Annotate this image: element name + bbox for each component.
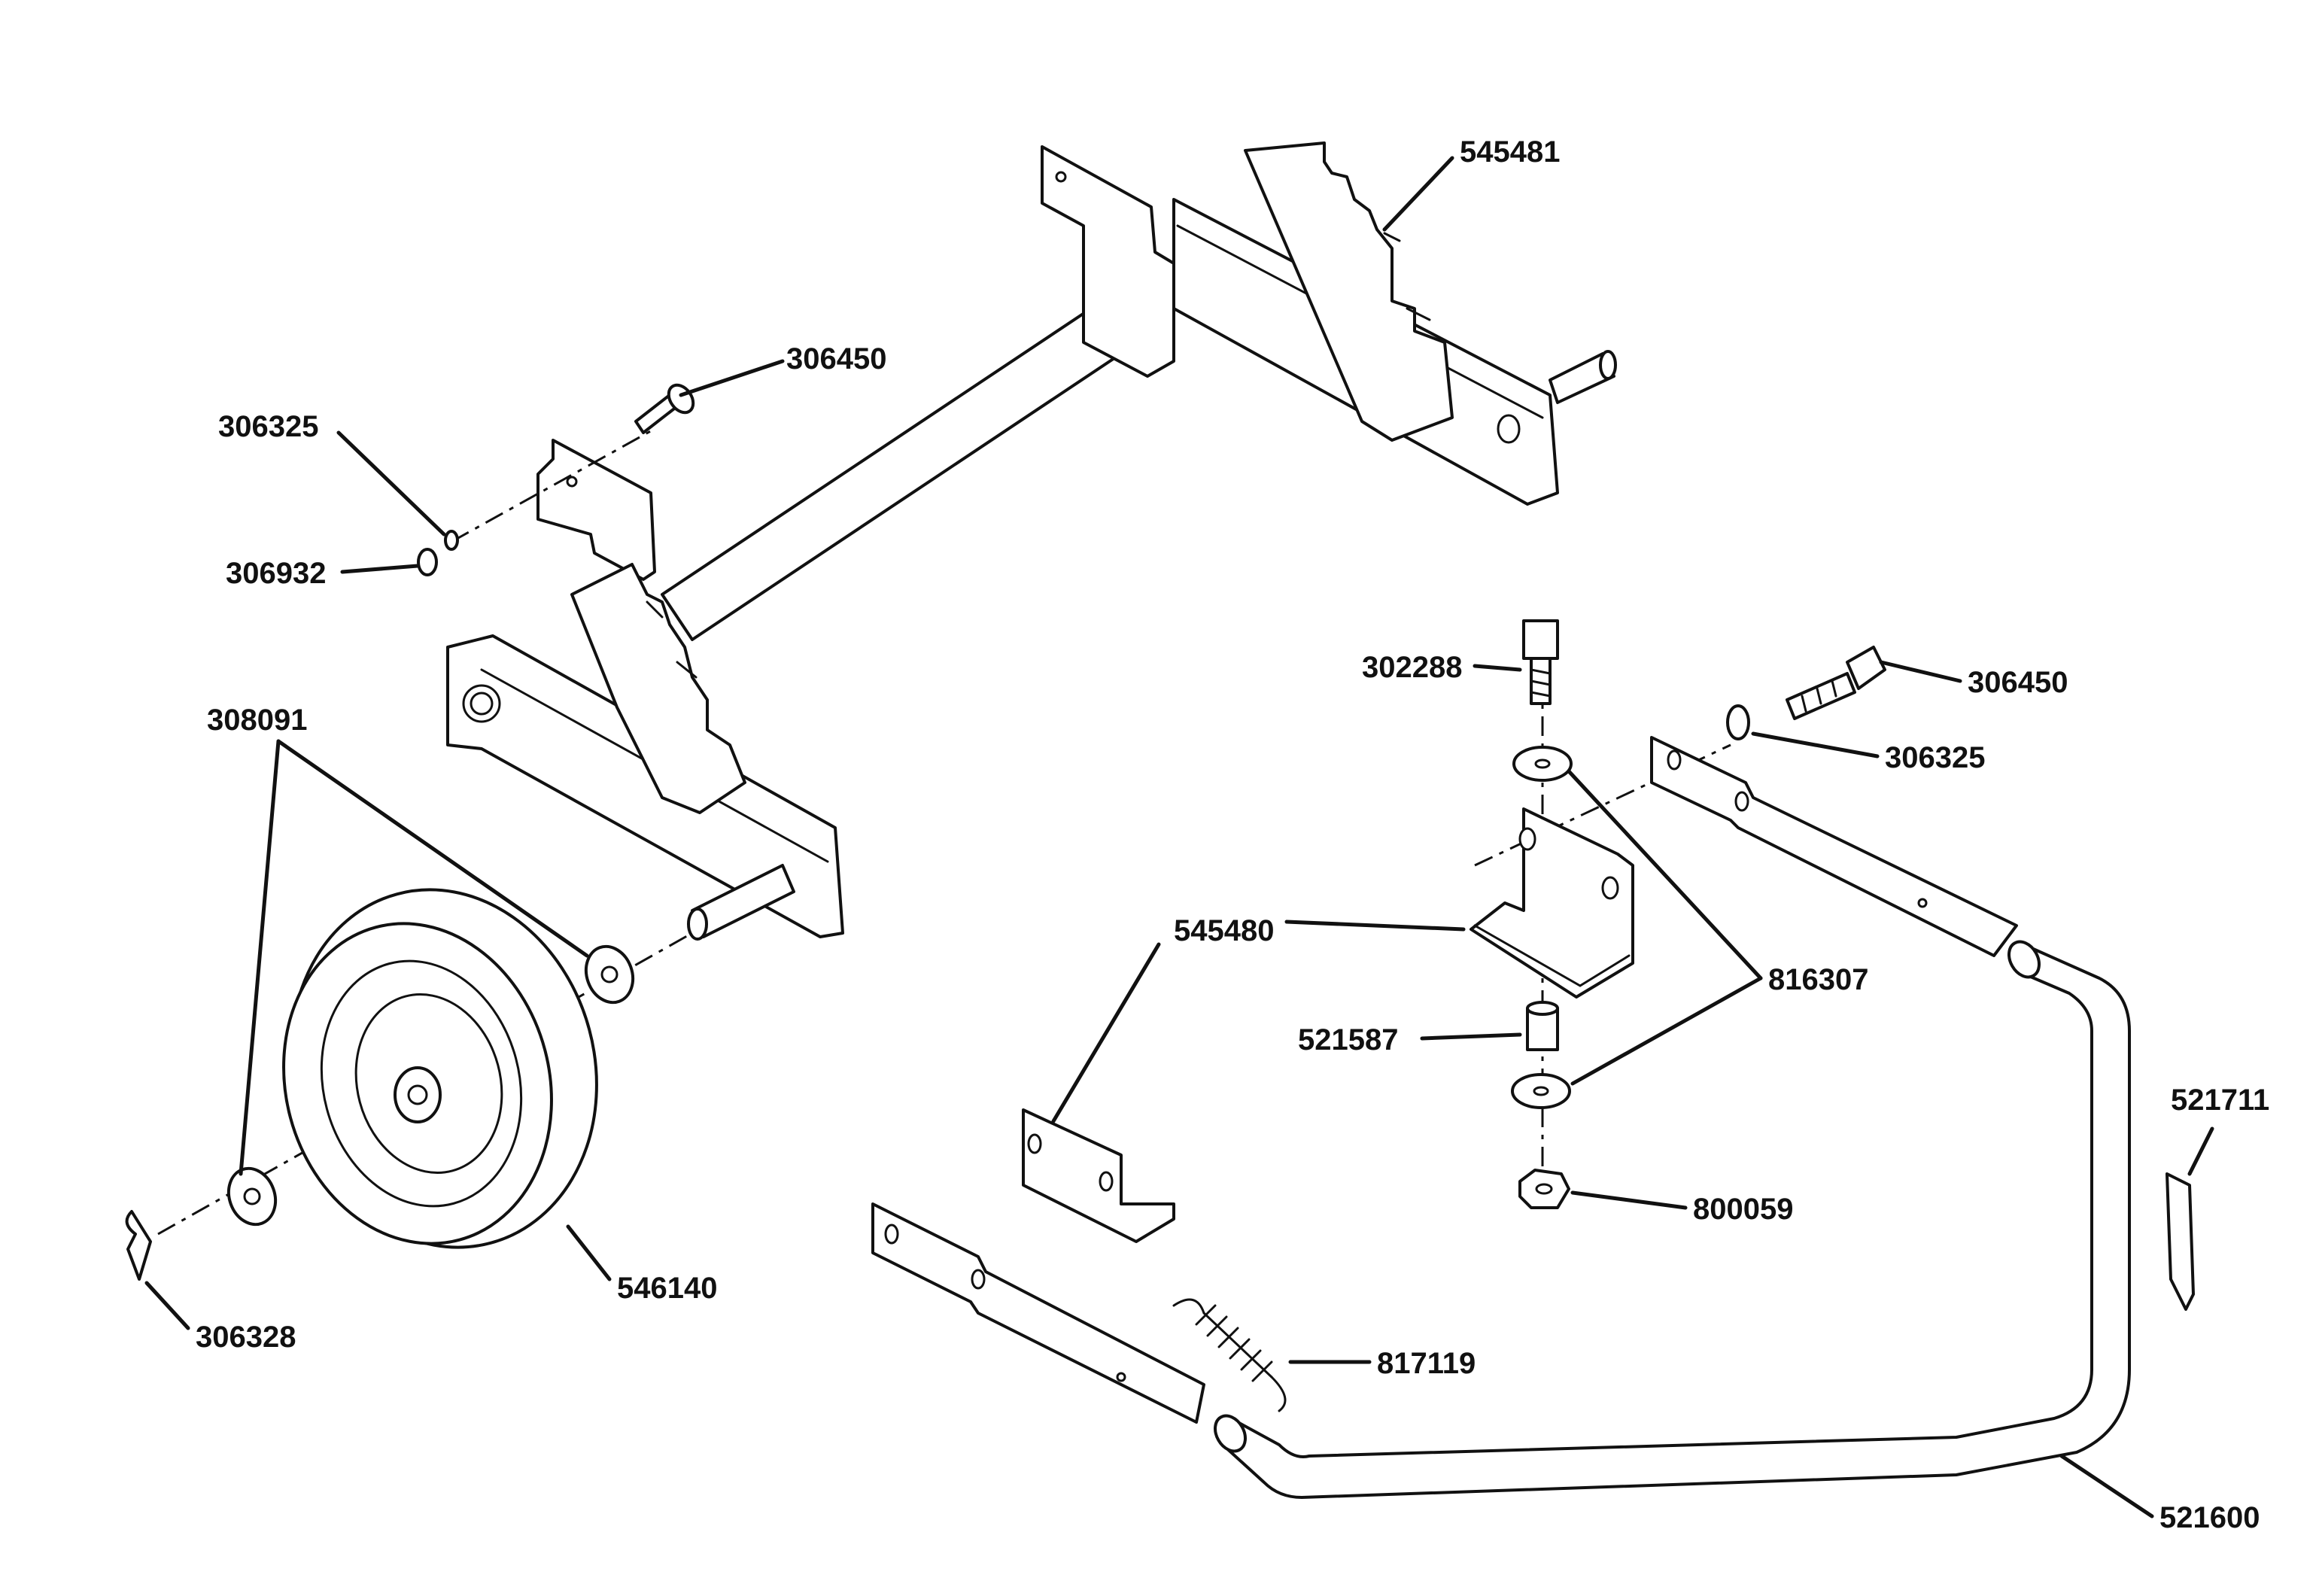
label-306325-left: 306325: [218, 410, 318, 443]
washer-308091-lower: [226, 1166, 278, 1227]
label-306325-right: 306325: [1885, 741, 1985, 774]
label-308091: 308091: [207, 704, 307, 737]
label-800059: 800059: [1693, 1193, 1793, 1226]
label-545481: 545481: [1460, 135, 1560, 169]
label-306450-top: 306450: [786, 342, 886, 375]
label-306450-right: 306450: [1968, 666, 2068, 699]
bolt-302288: [1522, 619, 1559, 705]
bolt-306450-right: [1786, 646, 1886, 720]
label-302288: 302288: [1362, 651, 1462, 684]
label-816307: 816307: [1768, 963, 1868, 996]
label-546140: 546140: [617, 1272, 717, 1305]
spacer-521587: [1526, 1001, 1559, 1051]
handle-521600: [1221, 947, 2131, 1499]
handle-arm-lower: [871, 1202, 1205, 1424]
label-817119: 817119: [1377, 1347, 1476, 1380]
lockwasher-306325-right: [1726, 704, 1750, 740]
label-521587: 521587: [1298, 1023, 1398, 1056]
label-521711: 521711: [2171, 1084, 2269, 1117]
lockwasher-306325-left: [444, 530, 459, 551]
label-545480: 545480: [1174, 914, 1274, 947]
label-306328: 306328: [196, 1321, 296, 1354]
label-521600: 521600: [2159, 1501, 2260, 1534]
label-306932: 306932: [226, 557, 326, 590]
axle-assembly: [446, 141, 1617, 941]
wheel-546140: [282, 888, 598, 1249]
washer-306932: [417, 548, 438, 576]
nut-800059: [1518, 1169, 1570, 1209]
bracket-545480-upright: [1470, 807, 1634, 999]
handle-arm-upper: [1650, 736, 2018, 957]
bracket-545480-flat: [1022, 1108, 1175, 1243]
leader-lines: [144, 156, 2214, 1518]
clip-521711: [2166, 1172, 2195, 1311]
cotter-pin-306328: [125, 1210, 152, 1281]
washer-308091-upper: [584, 944, 635, 1005]
spring-817119: [1172, 1298, 1287, 1412]
bolt-306450-top: [634, 383, 695, 434]
